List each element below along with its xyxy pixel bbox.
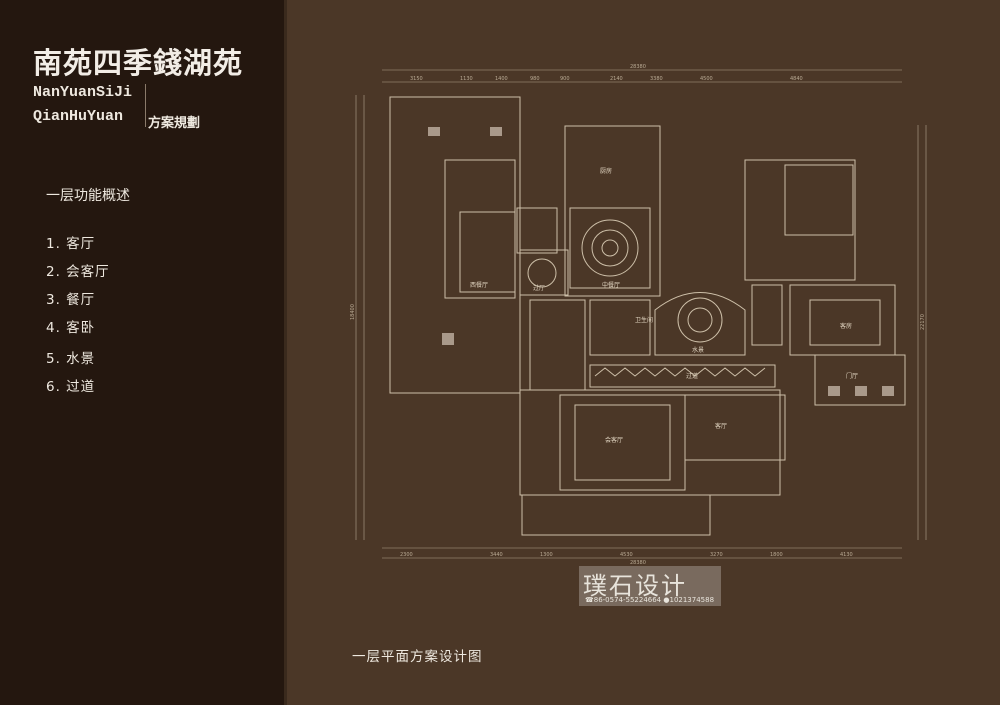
dim: 1130 [460, 76, 473, 82]
function-item: 5. 水景 [46, 351, 96, 367]
room-label: 西餐厅 [470, 281, 488, 289]
dim: 1800 [770, 552, 783, 558]
room-label: 会客厅 [605, 436, 623, 444]
dim: 900 [560, 76, 570, 82]
dim: 1400 [495, 76, 508, 82]
floor-plan: 28380 28380 3150 1130 1400 980 900 2140 … [350, 64, 927, 566]
dim: 1300 [540, 552, 553, 558]
phone-icon: ☎ [585, 596, 594, 604]
dim: 22170 [920, 314, 926, 330]
dim-top-total: 28380 [630, 64, 646, 70]
dimension-lines [355, 69, 927, 559]
function-item: 3. 餐厅 [46, 292, 96, 308]
info-panel: 南苑四季錢湖苑 NanYuanSiJi QianHuYuan 方案規劃 一层功能… [0, 0, 287, 705]
dim: 3150 [410, 76, 423, 82]
room-label: 门厅 [846, 372, 858, 380]
room-label: 水景 [692, 346, 704, 354]
function-item: 2. 会客厅 [46, 264, 110, 280]
watermark-contact: ☎86-0574-55224664 ●1021374588 [585, 596, 715, 604]
qq-icon: ● [663, 596, 670, 604]
dim: 3270 [710, 552, 723, 558]
dim: 3440 [490, 552, 503, 558]
project-subtitle: 方案規劃 [148, 116, 201, 131]
room-label: 过厅 [533, 284, 545, 292]
columns [428, 127, 894, 396]
room-label: 厨房 [600, 167, 612, 175]
dim-bottom-total: 28380 [630, 560, 646, 566]
dim: 980 [530, 76, 540, 82]
drawing-caption: 一层平面方案设计图 [352, 649, 483, 665]
function-item: 4. 客卧 [46, 320, 96, 336]
function-item: 1. 客厅 [46, 236, 96, 252]
function-list: 1. 客厅 2. 会客厅 3. 餐厅 4. 客卧 5. 水景 6. 过道 [46, 232, 110, 403]
watermark-logo: 璞石设计 ☎86-0574-55224664 ●1021374588 [579, 566, 721, 606]
project-title: 南苑四季錢湖苑 [33, 46, 244, 80]
dim: 18400 [350, 304, 356, 320]
section-title: 一层功能概述 [46, 188, 130, 204]
dim: 3380 [650, 76, 663, 82]
dim: 4530 [620, 552, 633, 558]
room-label: 客房 [840, 322, 852, 330]
dim: 4130 [840, 552, 853, 558]
room-label: 中餐厅 [602, 281, 620, 289]
project-name-en-2: QianHuYuan [33, 108, 124, 125]
dim: 2300 [400, 552, 413, 558]
room-label: 过道 [686, 372, 698, 380]
divider [145, 84, 146, 127]
watermark-name: 璞石设计 [583, 572, 687, 600]
dim: 4840 [790, 76, 803, 82]
room-label: 客厅 [715, 422, 727, 430]
function-item: 6. 过道 [46, 379, 96, 395]
dim: 4500 [700, 76, 713, 82]
walls [389, 96, 906, 536]
dim: 2140 [610, 76, 623, 82]
project-name-en-1: NanYuanSiJi [33, 84, 133, 101]
room-label: 卫生间 [635, 316, 653, 324]
